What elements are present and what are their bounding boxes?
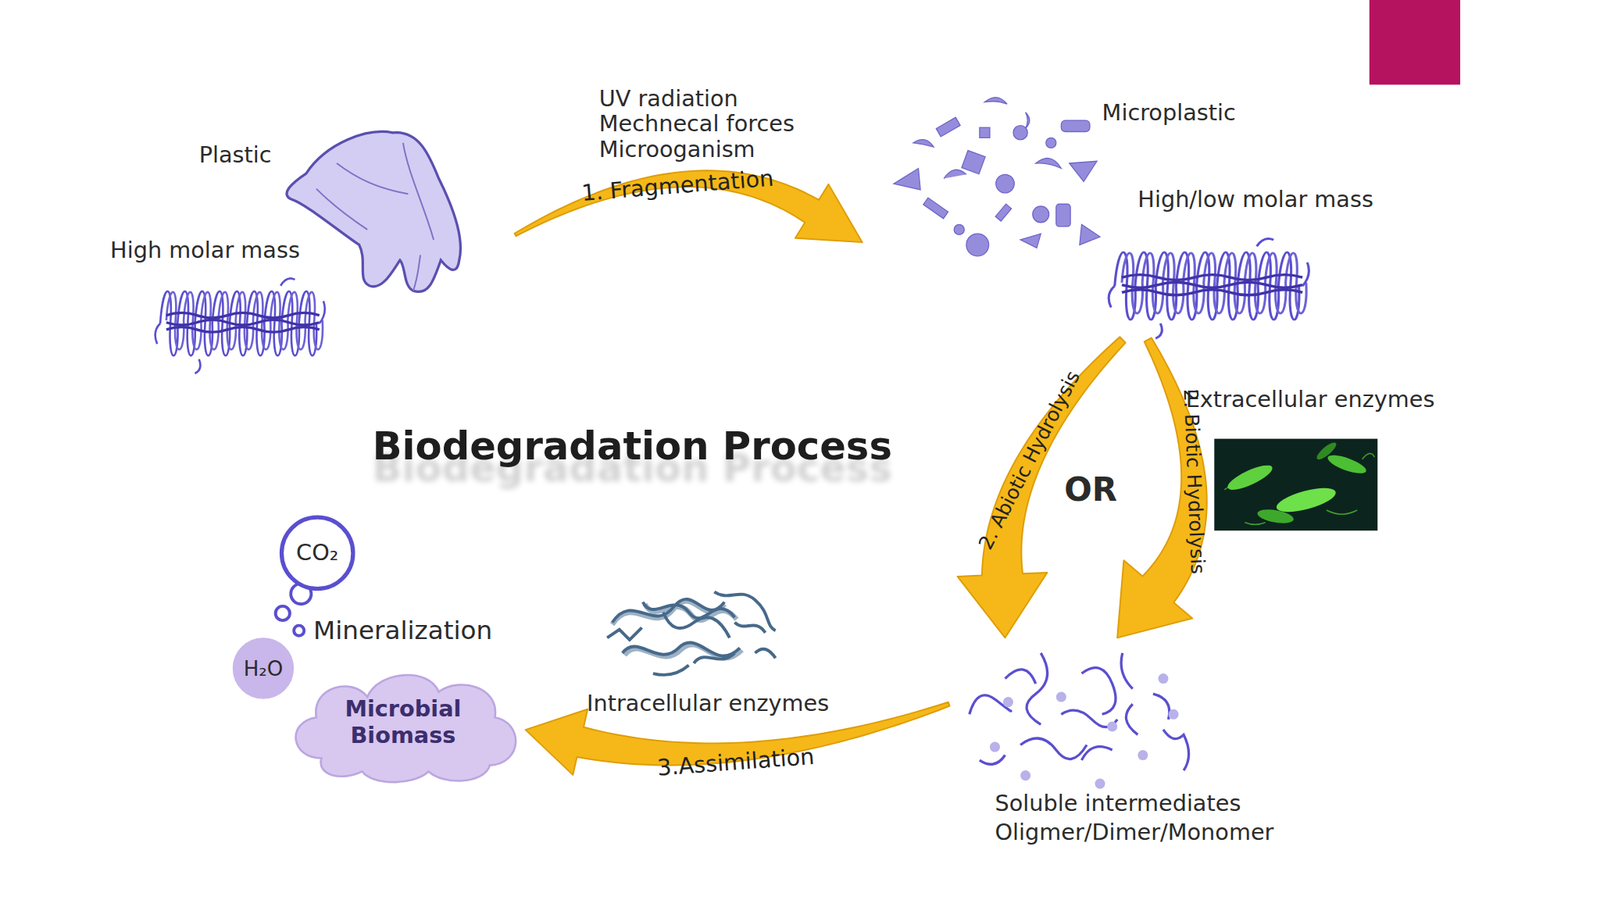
annotation-label: UV radiation [599,85,739,112]
biomass-cloud: Microbial Biomass [280,660,525,784]
protein-ribbon [607,592,776,675]
fragment [1060,120,1090,132]
node-label: H₂O [243,656,284,681]
annotation-label: Mechnecal forces [599,110,795,137]
bag-body [286,132,461,293]
stage-group: Soluble intermediatesOligmer/Dimer/Monom… [949,637,1347,847]
stage-label: High molar mass [110,237,300,264]
fragment [935,117,961,137]
node-label-box: Microbial Biomass [280,660,525,784]
bubble [293,625,304,636]
polymer-coil [1108,239,1309,340]
fragment [995,203,1011,222]
fragment [1069,160,1097,182]
water-circle: H₂O [232,637,294,699]
fragment [1046,137,1057,148]
block-arrow [957,336,1126,638]
fragment [1079,224,1100,245]
fragment [984,97,1008,105]
cloud-shape [296,675,517,783]
fragment [953,224,965,235]
fragment [1056,203,1071,227]
annotation-label: Microoganism [599,136,756,163]
edge-label: 2. Biotic Hydrolysis [1178,389,1209,575]
fragment [943,169,967,179]
bacteria-image [1214,439,1378,532]
monomer-dot [1003,696,1014,708]
stage-label: High/low molar mass [1137,186,1374,213]
diagram-title: Biodegradation Process [372,424,893,469]
monomer-dot [989,742,1000,753]
or-label: OR [1064,471,1118,509]
stage-label: Soluble intermediates [994,790,1241,817]
bag-fold [316,142,434,291]
monomer-dot [1168,709,1179,720]
bacterium [1225,460,1276,495]
monomer-dot [1020,770,1031,781]
fragment [961,150,986,175]
fragment [893,168,921,190]
image-background [1214,439,1378,532]
monomer-dot [1107,721,1118,732]
fragment [1025,112,1030,129]
edge-label: 1. Fragmentation [580,165,775,207]
stage-label: Plastic [199,142,272,168]
monomer-dot [1137,750,1148,761]
stage-group: PlasticHigh molar mass [107,127,515,368]
monomer-dot [1157,673,1168,684]
fragment [1035,157,1062,168]
annotation-label: Extracellular enzymes [1185,386,1436,413]
fragment [923,197,949,219]
microplastic-pieces [893,97,1100,257]
fragment [1032,206,1050,223]
fragment [966,233,990,257]
node-label: CO₂ [296,539,339,567]
bacterium [1274,483,1339,518]
annotation-label: Intracellular enzymes [586,690,829,717]
stage-group: MicroplasticHigh/low molar mass [862,89,1424,340]
fragment [979,127,990,138]
node-label: Microbial Biomass [326,695,480,750]
fragment [996,174,1015,193]
stage-label: Oligmer/Dimer/Monomer [994,819,1274,846]
monomer-dot [1056,692,1067,703]
gas-bubble: CO₂ [279,515,356,592]
polymer-coil [155,278,325,374]
annotation-label: Mineralization [313,616,493,647]
circle-shape [232,638,293,699]
fragment [913,139,934,147]
edge-label: 2. Abiotic Hydrolysis [975,367,1086,554]
bubble [275,606,290,621]
node-label-box: H₂O [232,637,294,699]
monomer-dot [1094,778,1105,790]
bacterium [1256,507,1295,526]
fragment [1020,233,1041,248]
bacterium [1314,439,1340,462]
corner-accent [1369,0,1461,85]
oligomer-chain [969,653,1190,771]
bacterium [1325,451,1368,478]
edge-label: 3.Assimilation [655,743,815,782]
node-label-box: CO₂ [279,515,356,592]
plastic-bag [286,132,461,293]
protein-image [607,592,776,675]
monomer-dots [989,673,1179,790]
stage-label: Microplastic [1102,100,1236,126]
thought-bubbles [275,583,312,636]
circle-shape [281,517,353,589]
soluble-fragments [969,653,1190,790]
